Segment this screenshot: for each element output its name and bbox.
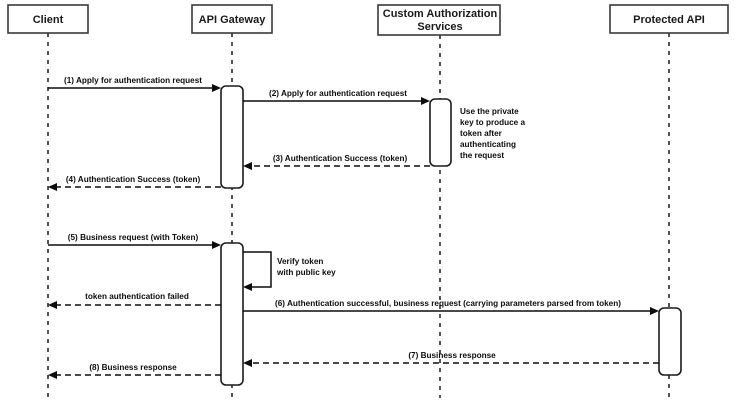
message-6-label: (6) Authentication successful, business … <box>275 299 621 308</box>
message-self-verify-token-arrowhead <box>243 283 252 291</box>
activation-protected[interactable] <box>658 307 682 376</box>
activation-bars <box>220 85 682 386</box>
message-6[interactable]: (6) Authentication successful, business … <box>243 299 659 315</box>
message-7-label: (7) Business response <box>408 351 496 360</box>
lifeline-head-gateway[interactable] <box>191 4 273 34</box>
lifeline-label-authsvc-line2: Services <box>417 21 462 33</box>
lifeline-lines <box>47 33 670 398</box>
message-4-arrowhead <box>48 183 57 191</box>
note-private-key-line-4: authenticating <box>460 140 516 149</box>
message-2-arrowhead <box>421 97 430 105</box>
note-private-key-line-2: key to produce a <box>460 118 526 127</box>
message-token-authentication-failed-arrowhead <box>48 301 57 309</box>
message-4-label: (4) Authentication Success (token) <box>66 175 201 184</box>
message-1[interactable]: (1) Apply for authentication request <box>48 76 221 92</box>
lifeline-head-client[interactable] <box>7 4 89 34</box>
message-3-label: (3) Authentication Success (token) <box>273 154 408 163</box>
lifeline-head-authsvc[interactable] <box>377 4 501 36</box>
message-1-label: (1) Apply for authentication request <box>64 76 202 85</box>
lifeline-label-protected: Protected API <box>633 14 705 26</box>
message-self-verify-token-label-line1: Verify token <box>277 257 323 266</box>
message-5-label: (5) Business request (with Token) <box>68 233 199 242</box>
message-5[interactable]: (5) Business request (with Token) <box>48 233 221 249</box>
message-5-arrowhead <box>212 241 221 249</box>
message-token-authentication-failed[interactable]: token authentication failed <box>48 292 221 309</box>
lifeline-heads: Client API Gateway Custom Authorization … <box>7 4 729 36</box>
note-private-key: Use the private key to produce a token a… <box>460 107 526 160</box>
message-self-verify-token-label-line2: with public key <box>276 268 336 277</box>
message-4[interactable]: (4) Authentication Success (token) <box>48 175 221 191</box>
message-6-arrowhead <box>650 307 659 315</box>
activation-gateway-business[interactable] <box>220 242 244 386</box>
message-2-label: (2) Apply for authentication request <box>269 89 407 98</box>
message-1-arrowhead <box>212 84 221 92</box>
message-8-label: (8) Business response <box>89 363 177 372</box>
message-self-verify-token-path <box>243 251 272 288</box>
note-private-key-line-5: the request <box>460 151 504 160</box>
lifeline-label-gateway: API Gateway <box>199 14 267 26</box>
message-7[interactable]: (7) Business response <box>243 351 659 367</box>
activation-authsvc[interactable] <box>429 98 452 167</box>
message-3[interactable]: (3) Authentication Success (token) <box>243 154 430 170</box>
message-3-arrowhead <box>243 162 252 170</box>
activation-gateway-auth[interactable] <box>220 85 244 189</box>
message-8-arrowhead <box>48 371 57 379</box>
note-private-key-line-1: Use the private <box>460 107 519 116</box>
message-token-authentication-failed-label: token authentication failed <box>85 292 189 301</box>
message-2[interactable]: (2) Apply for authentication request <box>243 89 430 105</box>
note-private-key-line-3: token after <box>460 129 503 138</box>
lifeline-label-client: Client <box>33 14 64 26</box>
message-self-verify-token[interactable]: Verify token with public key <box>243 251 336 291</box>
lifeline-label-authsvc-line1: Custom Authorization <box>383 8 498 20</box>
lifeline-head-protected[interactable] <box>609 4 729 34</box>
message-7-arrowhead <box>243 359 252 367</box>
message-8[interactable]: (8) Business response <box>48 363 221 379</box>
